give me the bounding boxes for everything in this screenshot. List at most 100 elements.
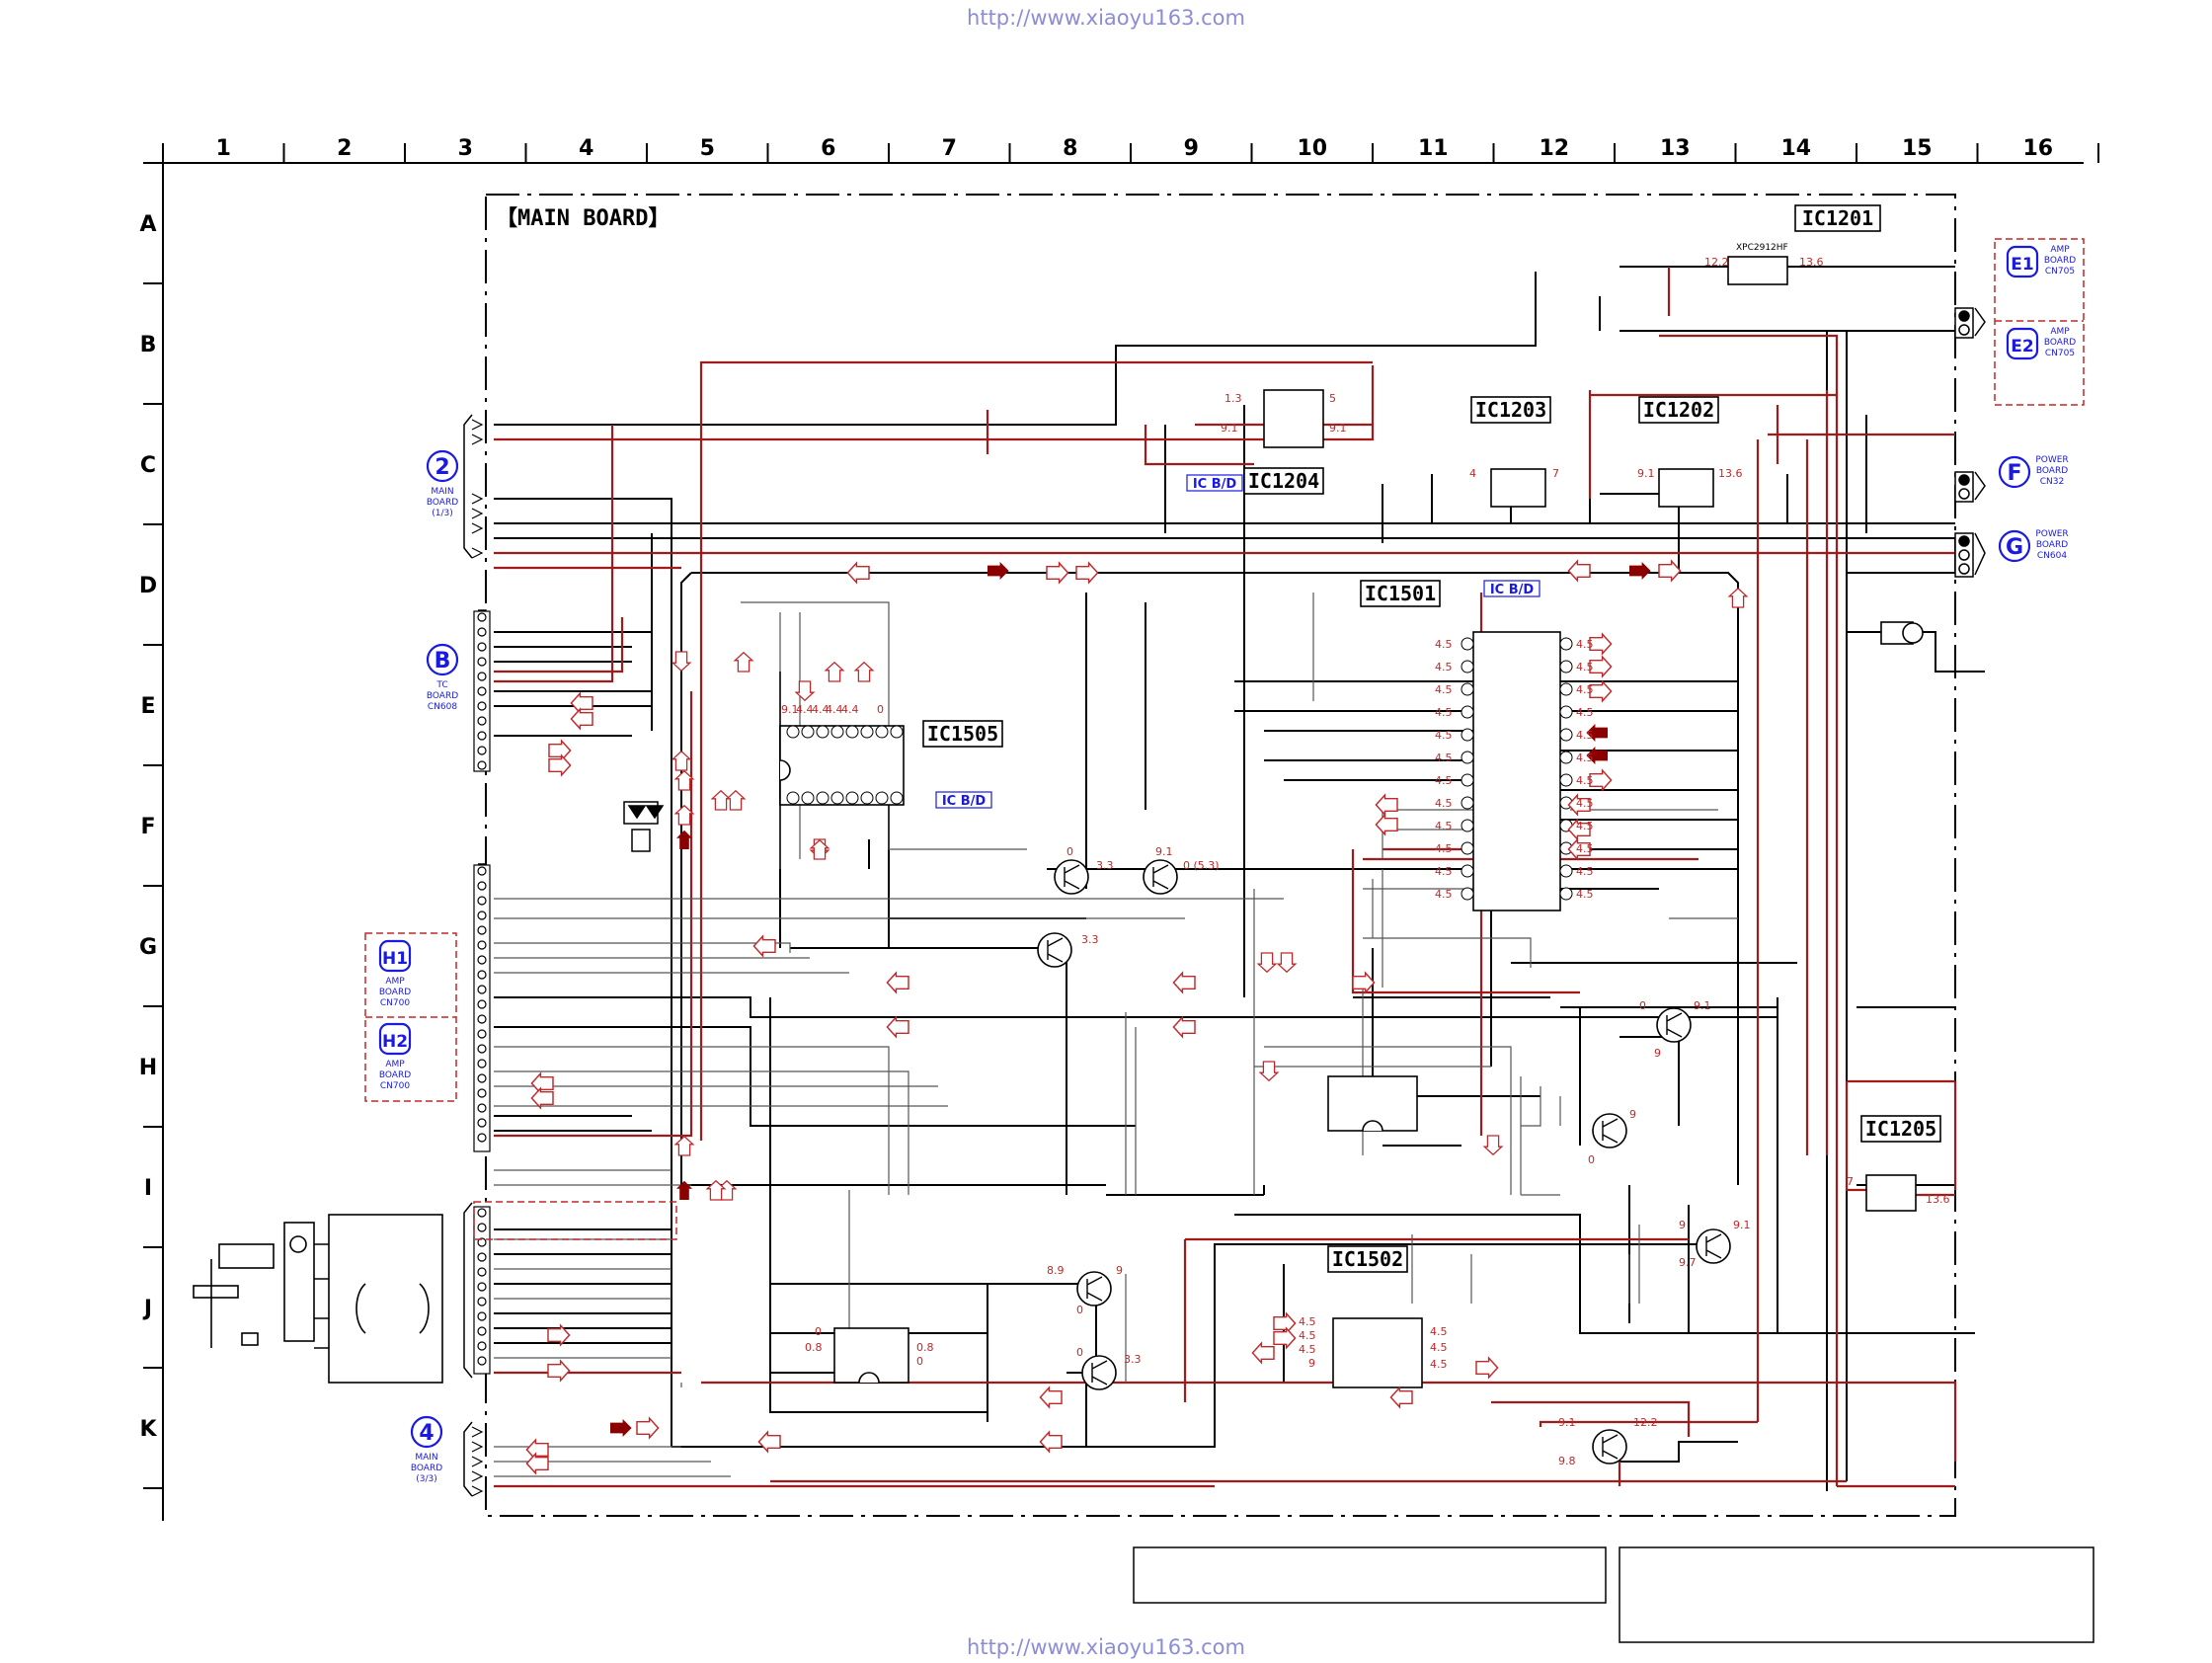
voltage-ic1501-right: 4.5 bbox=[1576, 842, 1594, 855]
top-watermark-url: http://www.xiaoyu163.com bbox=[967, 6, 1245, 30]
voltage-q-j9b-b: 3.3 bbox=[1124, 1353, 1142, 1366]
row-label-A: A bbox=[139, 212, 156, 237]
svg-text:AMP: AMP bbox=[385, 977, 405, 987]
voltage-ic1505-top: 4.4 bbox=[826, 703, 843, 716]
signal-arrow bbox=[1658, 560, 1682, 582]
voltage-ic1501-left: 4.5 bbox=[1435, 638, 1453, 651]
signal-arrow bbox=[795, 680, 815, 701]
row-label-H: H bbox=[139, 1056, 157, 1080]
signal-arrow bbox=[1251, 1342, 1275, 1364]
signal-arrow bbox=[674, 1136, 694, 1156]
svg-text:4: 4 bbox=[419, 1421, 434, 1446]
column-label-4: 4 bbox=[579, 136, 593, 161]
column-label-11: 11 bbox=[1418, 136, 1449, 161]
signal-arrow bbox=[752, 935, 776, 957]
grid-frame bbox=[162, 143, 2084, 1521]
voltage-ic1505-9: 9.1 bbox=[781, 703, 799, 716]
svg-text:B: B bbox=[434, 649, 451, 673]
voltage-ic1205-out: 13.6 bbox=[1926, 1193, 1950, 1206]
motor-symbol bbox=[1880, 621, 1924, 645]
voltage-ic1501-right: 4.5 bbox=[1576, 820, 1594, 832]
ic-label-ic1202: IC1202 bbox=[1643, 398, 1714, 422]
transistor-leads bbox=[1047, 864, 1722, 1460]
bottom-watermark-url: http://www.xiaoyu163.com bbox=[967, 1635, 1245, 1659]
voltage-ic1203-in: 4 bbox=[1469, 467, 1476, 480]
red-wires bbox=[494, 267, 1957, 1488]
svg-text:(1/3): (1/3) bbox=[432, 509, 453, 518]
signal-arrow bbox=[706, 1180, 726, 1201]
ic-label-ic1204: IC1204 bbox=[1248, 469, 1319, 493]
voltage-ic1501-left: 4.5 bbox=[1435, 820, 1453, 832]
row-label-B: B bbox=[140, 333, 157, 357]
svg-text:BOARD: BOARD bbox=[2036, 540, 2068, 550]
voltage-ic-j7-a: 0 bbox=[815, 1325, 822, 1338]
signal-arrow bbox=[676, 830, 692, 849]
svg-text:CN700: CN700 bbox=[380, 998, 410, 1008]
row-label-D: D bbox=[139, 574, 157, 598]
voltage-ic1202-in: 9.1 bbox=[1637, 467, 1655, 480]
svg-text:CN608: CN608 bbox=[428, 702, 457, 712]
svg-text:POWER: POWER bbox=[2035, 529, 2068, 539]
voltage-q-k13-b: 12.2 bbox=[1633, 1416, 1658, 1429]
ic-label-ic1203: IC1203 bbox=[1475, 398, 1546, 422]
ic-bd-tag-1501: IC B/D bbox=[1490, 583, 1535, 597]
svg-text:BOARD: BOARD bbox=[379, 988, 411, 997]
svg-text:CN705: CN705 bbox=[2045, 349, 2075, 358]
signal-arrow bbox=[757, 1431, 781, 1453]
voltage-ic-j7-d: 0 bbox=[916, 1355, 923, 1368]
signal-arrow bbox=[672, 751, 691, 771]
svg-text:BOARD: BOARD bbox=[2044, 338, 2076, 348]
voltage-q-f8-c: 3.3 bbox=[1096, 859, 1114, 872]
voltage-ic1501-right: 4.5 bbox=[1576, 752, 1594, 764]
board-title: 【MAIN BOARD】 bbox=[496, 206, 670, 231]
column-label-3: 3 bbox=[458, 136, 473, 161]
voltage-q-j9-b: 9 bbox=[1116, 1264, 1123, 1277]
voltage-ic1502-9: 9 bbox=[1308, 1357, 1315, 1370]
diode-pair bbox=[623, 801, 665, 852]
voltage-ic1501-right: 4.5 bbox=[1576, 797, 1594, 810]
voltage-ic1502-r: 4.5 bbox=[1430, 1325, 1448, 1338]
connector-badges: 2MAINBOARD(1/3)BTCBOARDCN608H1AMPBOARDCN… bbox=[379, 245, 2076, 1484]
voltage-q-h14-a: 0 bbox=[1639, 999, 1646, 1012]
voltage-ic1502-l: 4.5 bbox=[1299, 1315, 1316, 1328]
voltage-ic1204-d: 9.1 bbox=[1329, 422, 1347, 435]
signal-arrow bbox=[854, 662, 874, 682]
signal-arrow bbox=[1567, 560, 1591, 582]
ic-label-ic1502: IC1502 bbox=[1332, 1247, 1403, 1271]
signal-arrow bbox=[530, 1087, 554, 1109]
voltage-ic1501-right: 4.5 bbox=[1576, 865, 1594, 878]
svg-text:BOARD: BOARD bbox=[427, 691, 458, 701]
svg-text:BOARD: BOARD bbox=[427, 498, 458, 508]
voltage-ic1505-top: 4.4 bbox=[841, 703, 859, 716]
voltage-ic1201-in: 12.2 bbox=[1704, 256, 1729, 269]
voltage-ic1501-left: 4.5 bbox=[1435, 683, 1453, 696]
voltage-ic1505-0: 0 bbox=[877, 703, 884, 716]
voltage-q-i13-b: 0 bbox=[1588, 1153, 1595, 1166]
svg-text:BOARD: BOARD bbox=[379, 1070, 411, 1080]
svg-text:CN32: CN32 bbox=[2040, 477, 2064, 487]
voltage-ic1501-right: 4.5 bbox=[1576, 888, 1594, 901]
signal-arrow bbox=[886, 972, 909, 993]
voltage-ic1501-right: 4.5 bbox=[1576, 683, 1594, 696]
signal-arrow bbox=[548, 740, 572, 761]
voltage-ic1505-top: 4.4 bbox=[812, 703, 830, 716]
column-label-16: 16 bbox=[2022, 136, 2053, 161]
voltage-ic1501-left: 4.5 bbox=[1435, 774, 1453, 787]
column-label-5: 5 bbox=[700, 136, 715, 161]
ic-blocks bbox=[779, 256, 1917, 1388]
svg-text:F: F bbox=[2007, 461, 2021, 486]
voltage-ic1501-right: 4.5 bbox=[1576, 661, 1594, 673]
column-label-12: 12 bbox=[1539, 136, 1569, 161]
voltage-q-f8-b: 0 bbox=[1066, 845, 1073, 858]
row-label-C: C bbox=[140, 453, 156, 478]
ic-bd-tag-1505: IC B/D bbox=[942, 794, 987, 809]
svg-text:CN705: CN705 bbox=[2045, 267, 2075, 277]
signal-arrow bbox=[1172, 1016, 1196, 1038]
signal-arrow bbox=[676, 1180, 692, 1200]
